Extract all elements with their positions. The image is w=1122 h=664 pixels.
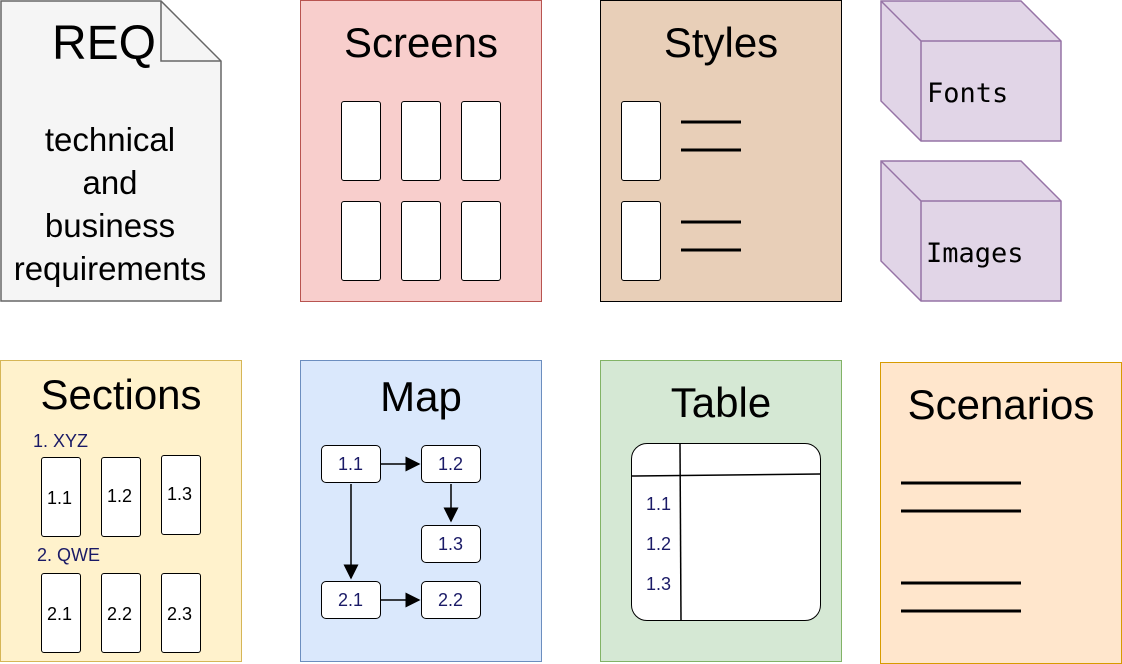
section-item: 2.2 — [101, 573, 141, 653]
screens-title: Screens — [343, 19, 499, 66]
map-node: 1.2 — [421, 445, 481, 483]
map-node-label: 1.3 — [438, 534, 464, 554]
section-item-label: 2.3 — [167, 604, 193, 624]
map-node: 2.1 — [321, 581, 381, 619]
map-panel: Map 1.1 1.2 1.3 2.1 2.2 — [300, 360, 542, 662]
section-item: 2.1 — [41, 573, 81, 653]
table-row-label: 1.1 — [646, 494, 672, 514]
table-row-label: 1.2 — [646, 534, 672, 554]
sections-panel: Sections 1. XYZ 1.1 1.2 1.3 2. QWE 2.1 2… — [0, 360, 242, 662]
screen-thumbnail — [401, 201, 441, 281]
section-item-label: 1.2 — [107, 486, 133, 506]
req-text: technical and business requirements — [0, 118, 220, 290]
section-item-label: 2.2 — [107, 604, 133, 624]
req-text-line: and — [82, 164, 138, 201]
section-item: 1.3 — [161, 455, 201, 535]
table-panel: Table 1.1 1.2 1.3 — [600, 360, 842, 662]
map-node: 1.3 — [421, 525, 481, 563]
screen-thumbnail — [461, 101, 501, 181]
screens-panel: Screens — [300, 0, 542, 302]
section-item: 1.1 — [41, 457, 81, 537]
scenario-lines — [901, 481, 1021, 613]
req-text-line: requirements — [13, 250, 207, 287]
styles-title: Styles — [663, 19, 779, 66]
req-title: REQ — [52, 17, 157, 70]
style-swatch — [621, 101, 661, 181]
section-item-label: 1.1 — [47, 488, 73, 508]
screen-thumbnail — [461, 201, 501, 281]
req-text-line: business — [44, 207, 176, 244]
section-group-label: 2. QWE — [37, 545, 101, 565]
table-grid: 1.1 1.2 1.3 — [631, 443, 821, 621]
screen-thumbnail — [401, 101, 441, 181]
fonts-cube-shape — [880, 0, 1062, 142]
req-text-line: technical — [44, 121, 176, 158]
map-arrows — [343, 456, 459, 608]
map-title: Map — [380, 373, 462, 420]
style-lines — [681, 120, 741, 252]
screen-thumbnail — [341, 201, 381, 281]
fonts-cube: Fonts — [880, 0, 1062, 142]
section-item-label: 2.1 — [47, 604, 73, 624]
map-node-label: 2.2 — [438, 590, 464, 610]
section-group-label: 1. XYZ — [33, 431, 89, 451]
map-node: 1.1 — [321, 445, 381, 483]
table-row-label: 1.3 — [646, 574, 672, 594]
style-swatch — [621, 201, 661, 281]
map-node-label: 1.1 — [338, 454, 364, 474]
req-document-shape — [0, 0, 222, 302]
map-node-label: 2.1 — [338, 590, 364, 610]
map-node-label: 1.2 — [438, 454, 464, 474]
images-label: Images — [926, 238, 1024, 269]
fonts-label: Fonts — [927, 78, 1009, 109]
scenarios-panel: Scenarios — [880, 362, 1122, 664]
section-item: 1.2 — [101, 457, 141, 537]
images-cube-shape — [880, 160, 1062, 302]
screen-thumbnail — [341, 101, 381, 181]
styles-panel: Styles — [600, 0, 842, 302]
scenarios-title: Scenarios — [907, 381, 1095, 428]
table-grid-lines — [631, 443, 821, 621]
images-cube: Images — [880, 160, 1062, 302]
section-item: 2.3 — [161, 573, 201, 653]
section-item-label: 1.3 — [167, 484, 193, 504]
req-document: REQ technical and business requirements — [0, 0, 222, 302]
sections-title: Sections — [40, 371, 202, 418]
map-node: 2.2 — [421, 581, 481, 619]
table-title: Table — [670, 379, 772, 426]
